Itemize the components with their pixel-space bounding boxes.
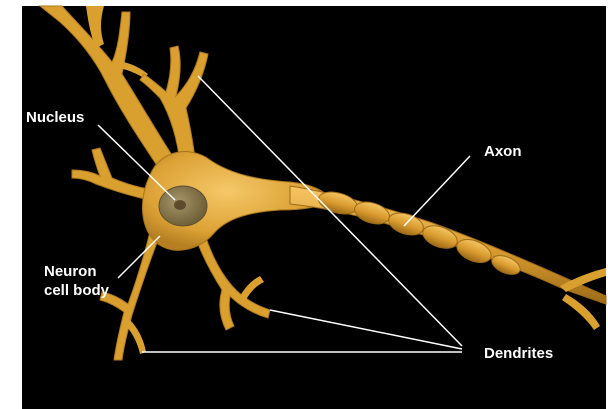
cell-body-label-line1: Neuron <box>44 263 97 280</box>
nucleolus <box>174 200 186 210</box>
axon-label: Axon <box>484 143 522 160</box>
dendrites-label: Dendrites <box>484 345 553 362</box>
cell-body-label-line2: cell body <box>44 282 110 299</box>
nucleus-label: Nucleus <box>26 109 84 126</box>
